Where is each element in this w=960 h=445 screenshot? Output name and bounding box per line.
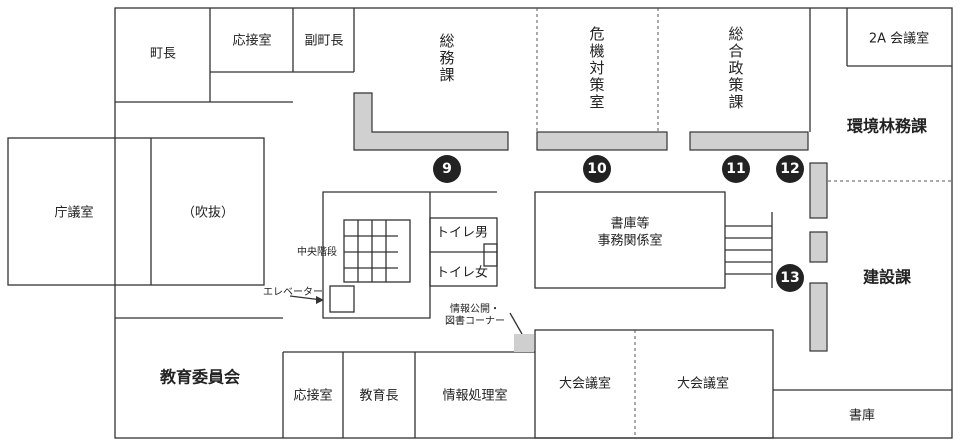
room-deputy-mayor: 副町長 [304,34,343,49]
room-info-processing: 情報処理室 [442,388,507,404]
room-large-meeting-2: 大会議室 [677,376,729,392]
counter-badge-12: 12 [776,155,804,183]
room-central-stairs: 中央階段 [297,245,337,258]
room-crisis-management: 危機対策室 [589,25,604,111]
room-toilet-women: トイレ女 [436,265,488,281]
room-policy: 総合政策課 [728,25,743,111]
counter-badge-13: 13 [776,264,804,292]
counter-badge-9: 9 [433,155,461,183]
room-atrium: （吹抜） [182,205,234,221]
room-labels: 町長 応接室 副町長 総務課 危機対策室 総合政策課 2A 会議室 環境林務課 … [54,25,929,424]
counter-badges: 9 10 11 12 13 [433,155,804,292]
room-reception-top: 応接室 [232,33,271,49]
counter-badge-10: 10 [583,155,611,183]
room-elevator: エレベーター [263,286,323,298]
room-toilet-men: トイレ男 [436,226,488,241]
room-mayor: 町長 [150,47,176,62]
room-construction: 建設課 [863,268,912,287]
room-general-affairs: 総務課 [439,32,454,84]
room-large-meeting-1: 大会議室 [559,376,611,392]
building-walls [7,7,953,439]
svg-text:11: 11 [726,161,745,177]
room-meeting-2a: 2A 会議室 [869,31,929,47]
svg-text:9: 9 [442,161,452,177]
room-storage: 書庫 [849,409,875,424]
room-info-disclosure: 情報公開・図書コーナー [445,302,505,327]
room-archives: 書庫等事務関係室 [597,215,662,248]
room-superintendent: 教育長 [359,388,398,404]
room-reception-bottom: 応接室 [293,388,332,404]
counter-desks [353,92,828,352]
room-education-board: 教育委員会 [160,368,240,387]
room-environment-forestry: 環境林務課 [847,117,928,136]
svg-text:10: 10 [587,161,607,177]
counter-badge-11: 11 [722,155,750,183]
room-assembly-chamber: 庁議室 [54,205,93,221]
svg-text:13: 13 [780,270,799,286]
svg-text:12: 12 [780,161,799,177]
